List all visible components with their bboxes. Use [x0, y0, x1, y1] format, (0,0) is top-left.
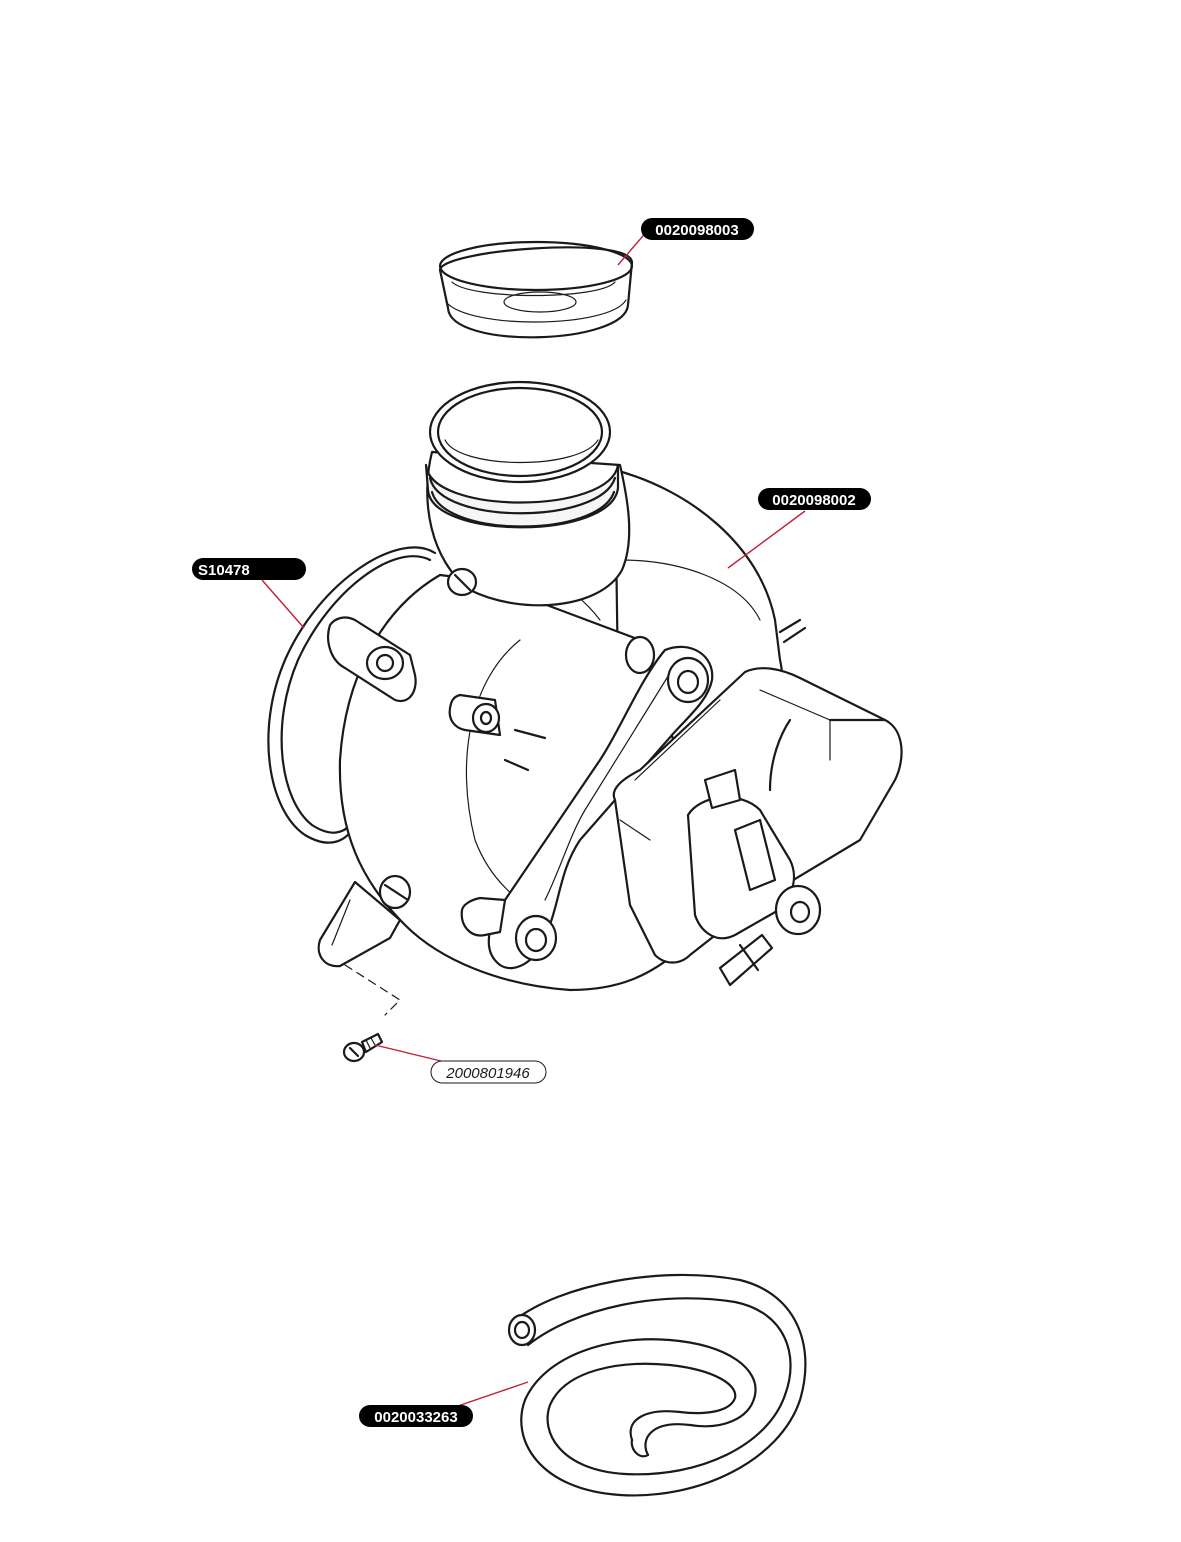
hose-part — [507, 1273, 807, 1497]
callout-hose-text: 0020033263 — [374, 1409, 457, 1426]
leader-screw — [374, 1044, 446, 1063]
callout-screw-text: 2000801946 — [445, 1065, 530, 1082]
o-ring-part — [267, 546, 437, 844]
callout-fan-housing-text: 0020098002 — [772, 492, 855, 509]
cap-part — [438, 240, 634, 339]
callout-cap-text: 0020098003 — [655, 222, 738, 239]
callout-screw: 2000801946 — [430, 1060, 547, 1084]
fan-housing-part — [317, 380, 903, 1016]
screw-part — [342, 1032, 384, 1063]
callout-cap: 0020098003 — [641, 218, 754, 240]
callout-o-ring-text: S10478 — [198, 562, 250, 579]
leader-cap — [617, 229, 649, 266]
leader-o-ring — [261, 579, 305, 629]
leader-fan-housing — [727, 510, 806, 569]
callout-hose: 0020033263 — [359, 1405, 473, 1427]
callout-o-ring: S10478 — [192, 558, 306, 580]
leader-hose — [451, 1381, 529, 1409]
callout-fan-housing: 0020098002 — [758, 488, 871, 510]
